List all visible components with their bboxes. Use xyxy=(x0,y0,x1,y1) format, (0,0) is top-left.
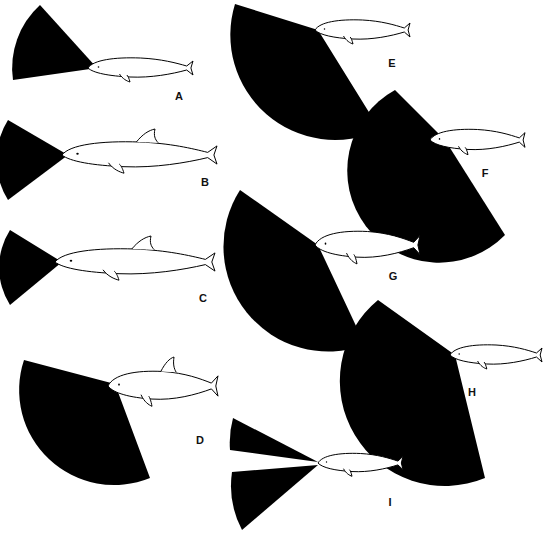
cetacean-outlines xyxy=(55,20,542,476)
panel-letter: E xyxy=(388,58,395,69)
panel-letter: D xyxy=(196,435,204,446)
panel-letter: B xyxy=(201,177,209,188)
panel-letter: G xyxy=(389,271,398,282)
panel-letter: F xyxy=(482,168,489,179)
beam-wedges xyxy=(0,4,505,530)
panel-letter: C xyxy=(199,293,207,304)
panel-letter: H xyxy=(468,387,476,398)
panel-letter: A xyxy=(175,91,183,102)
panel-letter: I xyxy=(388,497,391,508)
